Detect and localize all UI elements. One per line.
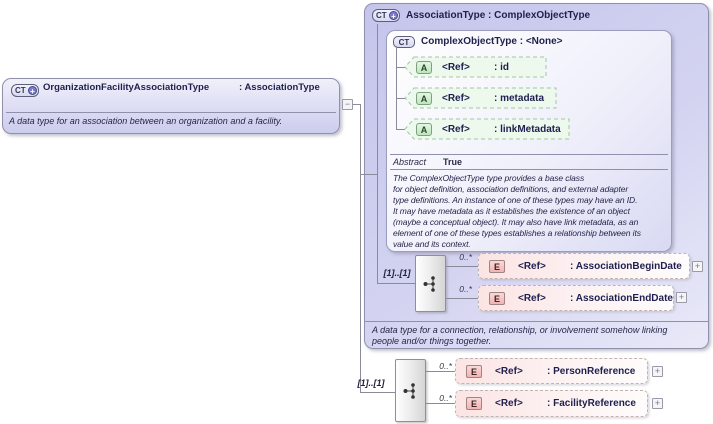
element-ref: <Ref> [495,398,523,409]
divider [390,169,668,170]
abstract-value: True [443,157,463,167]
element-row-association-end-date[interactable]: E <Ref> : AssociationEndDate [478,285,674,311]
plus-icon: + [28,86,37,96]
sequence-connector[interactable] [395,359,426,422]
type-title: ComplexObjectType : <None> [421,36,563,47]
attribute-icon: A [416,122,432,136]
connector-line [360,392,395,393]
attribute-name: : id [494,61,509,73]
element-icon: E [466,397,482,410]
divider [390,154,668,155]
type-title: OrganizationFacilityAssociationType : As… [43,82,343,93]
attribute-shape [404,118,570,140]
type-title: AssociationType : ComplexObjectType [406,10,591,21]
element-ref: <Ref> [518,292,546,304]
element-icon: E [489,291,505,305]
divider [6,112,336,113]
attribute-row-link-metadata[interactable]: A <Ref> : linkMetadata [404,118,571,140]
element-name: : FacilityReference [547,398,636,409]
collapse-button[interactable]: − [342,99,353,110]
attribute-name: : linkMetadata [494,123,561,135]
type-description: A data type for a connection, relationsh… [372,325,668,346]
connector-line [377,24,378,284]
expand-button[interactable]: + [652,366,663,377]
attribute-row-metadata[interactable]: A <Ref> : metadata [404,87,558,109]
connector-line [377,283,415,284]
connector-line [360,174,377,175]
connector-line [353,104,360,105]
element-ref: <Ref> [495,365,523,377]
attribute-shape [404,56,547,78]
expand-button[interactable]: + [692,261,703,272]
connector-line [396,46,397,130]
element-row-association-begin-date[interactable]: E <Ref> : AssociationBeginDate [478,253,690,279]
connector-line [360,104,361,393]
attribute-icon: A [416,91,432,105]
type-name: OrganizationFacilityAssociationType [43,82,210,93]
element-row-facility-reference[interactable]: E <Ref> : FacilityReference [455,390,648,417]
type-description: The ComplexObjectType type provides a ba… [393,173,641,249]
occurrence-label: [1]..[1] [383,268,411,278]
element-name: : AssociationEndDate [570,292,673,304]
attribute-ref: <Ref> [442,61,470,73]
attribute-name: : metadata [494,92,545,104]
element-row-person-reference[interactable]: E <Ref> : PersonReference [455,358,648,384]
element-name: : AssociationBeginDate [570,260,682,272]
expand-button[interactable]: + [676,292,687,303]
cardinality-label: 0..* [439,361,452,371]
connector-line [426,403,455,404]
connector-line [396,98,405,99]
divider [365,321,708,322]
attribute-ref: <Ref> [442,92,470,104]
plus-icon: + [389,11,398,21]
type-description: A data type for an association between a… [9,116,283,126]
abstract-label: Abstract [393,157,427,167]
attribute-icon: A [416,60,432,74]
sequence-icon [423,276,435,292]
connector-line [396,129,405,130]
expand-button[interactable]: + [652,398,663,409]
ct-icon: CT [393,36,415,48]
connector-line [396,67,405,68]
connector-line [426,371,455,372]
complex-type-icon: CT + [11,84,39,97]
cardinality-label: 0..* [459,284,472,294]
cardinality-label: 0..* [459,252,472,262]
type-box-organization-facility-association[interactable]: CT + OrganizationFacilityAssociationType… [2,78,340,134]
attribute-ref: <Ref> [442,123,470,135]
occurrence-label: [1]..[1] [357,378,385,388]
element-icon: E [466,364,482,378]
attribute-shape [404,87,557,109]
cardinality-label: 0..* [439,393,452,403]
connector-line [446,298,478,299]
ct-badge-label: CT [15,86,26,95]
element-icon: E [489,259,505,273]
element-ref: <Ref> [518,260,546,272]
element-name: : PersonReference [547,365,636,377]
complex-type-icon: CT + [372,9,400,22]
attribute-row-id[interactable]: A <Ref> : id [404,56,548,78]
base-type-suffix: : AssociationType [239,82,320,93]
sequence-connector[interactable] [415,255,446,312]
connector-line [446,266,478,267]
ct-badge-label: CT [376,11,387,20]
sequence-icon [403,383,415,399]
